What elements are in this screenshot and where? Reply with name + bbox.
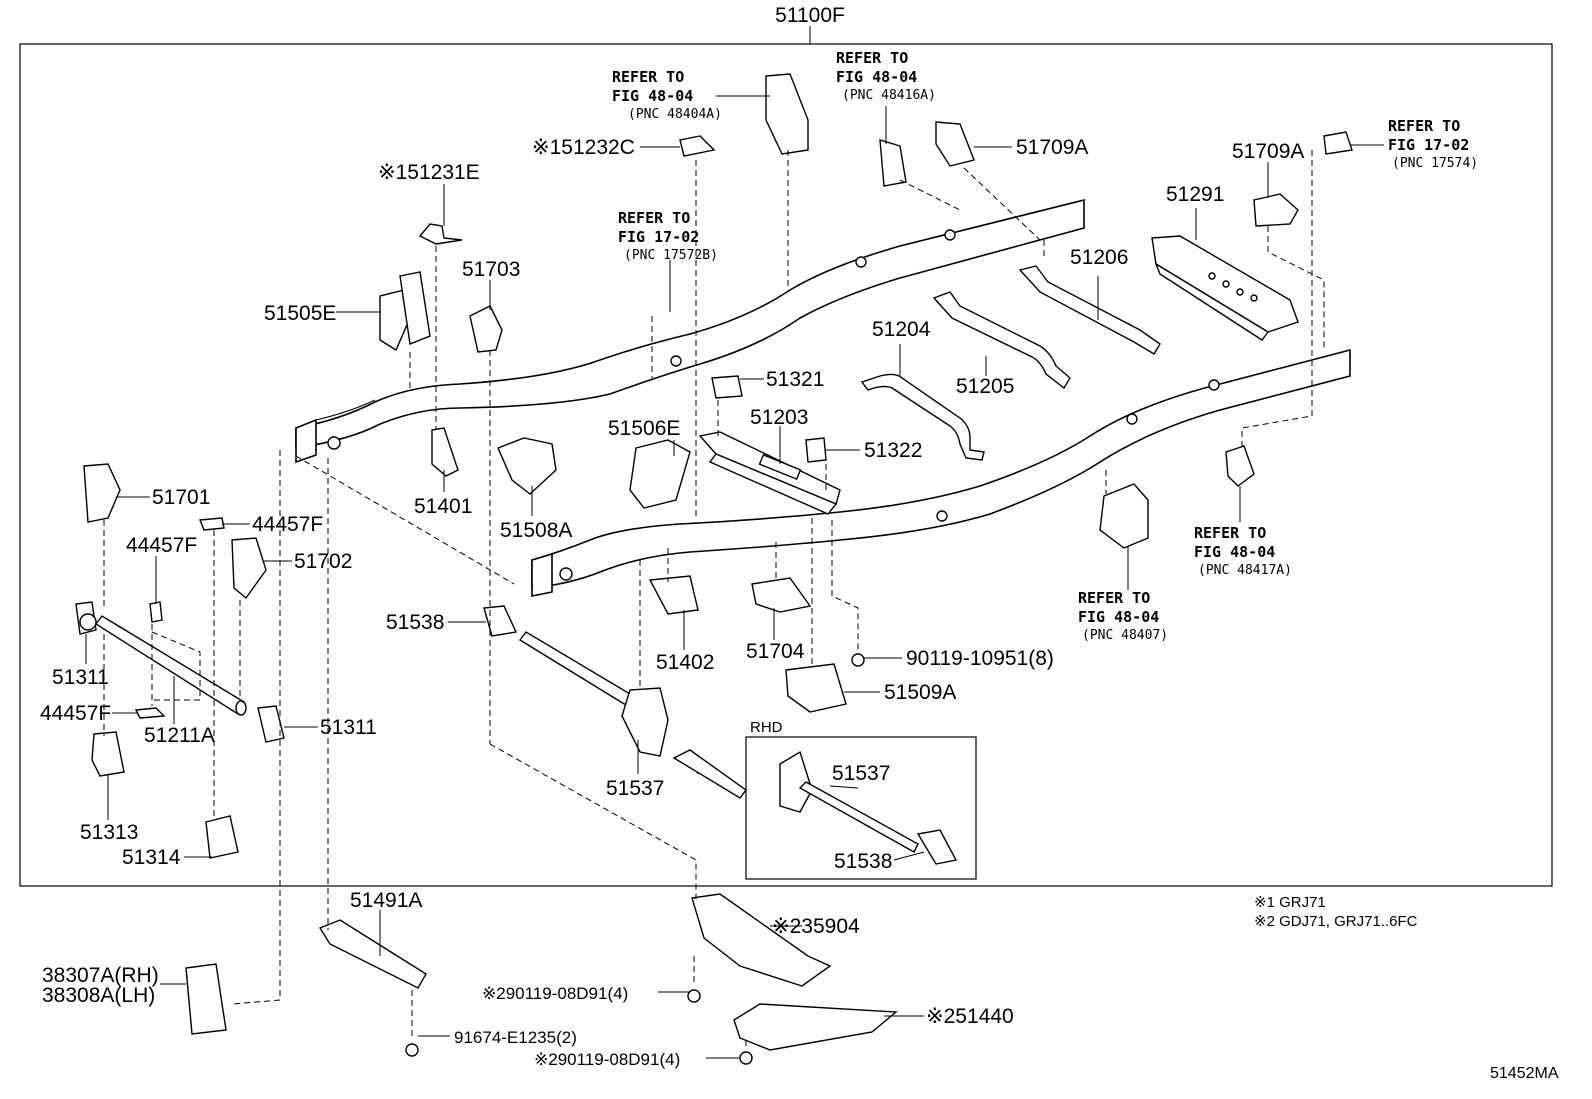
label-51702: 51702 xyxy=(294,550,352,573)
label-90119-10951: 90119-10951(8) xyxy=(906,647,1054,670)
label-51311-2: 51311 xyxy=(320,716,377,739)
diagram-boundary xyxy=(19,43,1553,887)
label-51537-2: 51537 xyxy=(832,762,890,785)
label-51211A: 51211A xyxy=(144,724,215,747)
label-rhd: RHD xyxy=(750,719,783,736)
frame-rail-right xyxy=(531,348,1351,597)
note-1: ※1 GRJ71 xyxy=(1254,894,1326,911)
frame-rail-left xyxy=(295,198,1085,464)
label-44457F-3: 44457F xyxy=(40,702,111,725)
label-35904: ※235904 xyxy=(772,915,860,938)
tube-51211A xyxy=(75,601,247,716)
svg-text:(PNC 17572B): (PNC 17572B) xyxy=(624,248,718,263)
svg-text:(PNC 48407): (PNC 48407) xyxy=(1082,628,1168,643)
label-44457F-2: 44457F xyxy=(126,534,197,557)
refer-48417A: REFER TO FIG 48-04 (PNC 48417A) xyxy=(1194,524,1292,578)
crossmember-51291 xyxy=(1151,235,1299,341)
rhd-inset: RHD xyxy=(672,719,977,880)
model-notes: ※1 GRJ71 ※2 GDJ71, GRJ71..6FC xyxy=(1254,894,1418,930)
label-51509A: 51509A xyxy=(884,681,956,704)
label-51538-1: 51538 xyxy=(386,611,444,634)
label-51505E: 51505E xyxy=(264,302,336,325)
svg-text:FIG 17-02: FIG 17-02 xyxy=(1388,136,1469,154)
label-51314: 51314 xyxy=(122,846,181,869)
label-51508A: 51508A xyxy=(500,519,572,542)
label-51204: 51204 xyxy=(872,318,931,341)
leader-lines xyxy=(85,95,1384,1059)
refer-48404A: REFER TO FIG 48-04 (PNC 48404A) xyxy=(612,68,722,122)
label-51231E: ※151231E xyxy=(378,161,480,184)
refer-17574: REFER TO FIG 17-02 (PNC 17574) xyxy=(1388,117,1478,171)
label-51311-1: 51311 xyxy=(52,666,109,689)
svg-text:REFER TO: REFER TO xyxy=(836,49,908,67)
svg-text:(PNC 48417A): (PNC 48417A) xyxy=(1198,563,1292,578)
svg-text:FIG 48-04: FIG 48-04 xyxy=(612,87,693,105)
label-51206: 51206 xyxy=(1070,246,1128,269)
label-51704: 51704 xyxy=(746,640,805,663)
label-51506E: 51506E xyxy=(608,417,680,440)
label-51401: 51401 xyxy=(414,495,472,518)
tube-51537 xyxy=(518,631,669,757)
svg-text:REFER TO: REFER TO xyxy=(1194,524,1266,542)
label-51537-1: 51537 xyxy=(606,777,664,800)
crossmember-tubes xyxy=(860,265,1161,461)
svg-text:REFER TO: REFER TO xyxy=(1388,117,1460,135)
label-38308A: 38308A(LH) xyxy=(42,984,155,1007)
label-51232C: ※151232C xyxy=(532,136,635,159)
label-51203: 51203 xyxy=(750,406,808,429)
svg-text:(PNC 17574): (PNC 17574) xyxy=(1392,156,1478,171)
crossmember-51203 xyxy=(698,431,841,515)
refer-48407: REFER TO FIG 48-04 (PNC 48407) xyxy=(1078,589,1168,643)
svg-text:(PNC 48416A): (PNC 48416A) xyxy=(842,88,936,103)
svg-text:FIG 48-04: FIG 48-04 xyxy=(1194,543,1275,561)
label-90119-08D91-a: ※290119-08D91(4) xyxy=(482,984,628,1003)
label-51701: 51701 xyxy=(152,486,210,509)
label-51100F: 51100F xyxy=(775,4,845,27)
label-91674-E1235: 91674-E1235(2) xyxy=(454,1028,577,1047)
label-51440: ※251440 xyxy=(926,1005,1014,1028)
svg-text:(PNC 48404A): (PNC 48404A) xyxy=(628,107,722,122)
refer-callouts: REFER TO FIG 48-04 (PNC 48404A) REFER TO… xyxy=(612,49,1478,643)
label-51322: 51322 xyxy=(864,439,922,462)
label-38307A: 38307A(RH) xyxy=(42,964,159,987)
note-2: ※2 GDJ71, GRJ71..6FC xyxy=(1254,913,1418,930)
drawing-id: 51452MA xyxy=(1490,1065,1559,1082)
label-51313: 51313 xyxy=(80,821,138,844)
label-51709A-2: 51709A xyxy=(1232,140,1304,163)
svg-text:FIG 48-04: FIG 48-04 xyxy=(836,68,917,86)
refer-48416A: REFER TO FIG 48-04 (PNC 48416A) xyxy=(836,49,936,103)
label-51291: 51291 xyxy=(1166,183,1224,206)
label-51709A-1: 51709A xyxy=(1016,136,1088,159)
part-labels: ※151231E ※151232C 51505E 51703 51401 515… xyxy=(40,136,1304,1069)
svg-text:FIG 48-04: FIG 48-04 xyxy=(1078,608,1159,626)
label-90119-08D91-b: ※290119-08D91(4) xyxy=(534,1050,680,1069)
svg-text:REFER TO: REFER TO xyxy=(1078,589,1150,607)
label-51321: 51321 xyxy=(766,368,824,391)
refer-17572B: REFER TO FIG 17-02 (PNC 17572B) xyxy=(618,209,718,263)
svg-text:FIG 17-02: FIG 17-02 xyxy=(618,228,699,246)
label-51491A: 51491A xyxy=(350,889,422,912)
label-51402: 51402 xyxy=(656,651,714,674)
svg-text:REFER TO: REFER TO xyxy=(618,209,690,227)
label-51703: 51703 xyxy=(462,258,520,281)
label-44457F-1: 44457F xyxy=(252,513,323,536)
assembly-lines xyxy=(103,150,1325,1050)
svg-text:REFER TO: REFER TO xyxy=(612,68,684,86)
brackets xyxy=(83,73,1353,1065)
label-51538-2: 51538 xyxy=(834,850,892,873)
label-51205: 51205 xyxy=(956,375,1014,398)
